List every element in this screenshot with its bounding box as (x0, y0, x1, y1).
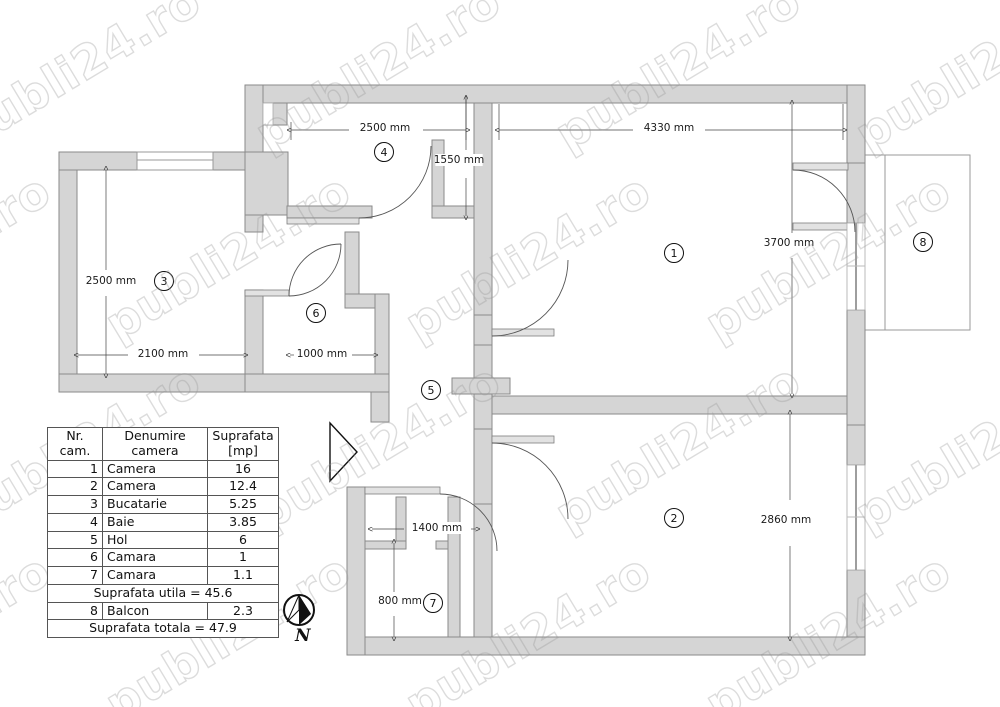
table-cell-nr: 1 (47, 459, 103, 479)
table-cell-nr: 5 (47, 530, 103, 550)
subtotal-label: Suprafata utila = 45.6 (47, 583, 279, 603)
room-marker-label-1: 1 (671, 247, 678, 260)
table-cell-name: Camera (102, 477, 208, 496)
table-header-row: Nr. cam. Denumire camera Suprafata [mp] (47, 427, 279, 461)
dimension-label-bg (645, 122, 693, 134)
dimension-label-kitchen-width: 2100 mm (138, 348, 189, 360)
room-marker-circle-1 (664, 243, 684, 263)
dimension-label-bg (435, 154, 483, 166)
room-marker-label-7: 7 (430, 597, 437, 610)
table-cell-area: 3.85 (207, 512, 279, 532)
header-name: Denumire camera (102, 427, 208, 461)
dimension-label-bath-width: 2500 mm (360, 122, 411, 134)
table-cell-area: 1.1 (207, 566, 279, 585)
room-number-markers: 1 2 3 4 5 6 7 8 (154, 142, 933, 613)
table-cell-area: 12.4 (207, 477, 279, 496)
header-nr: Nr. cam. (47, 427, 103, 461)
table-cell-nr: 7 (47, 566, 103, 585)
table-row-subtotal: Suprafata utila = 45.6 (47, 583, 279, 603)
dimension-label-bg (762, 514, 810, 526)
dimension-label-pantry7-width: 1400 mm (412, 522, 463, 534)
table-cell-area: 6 (207, 530, 279, 550)
room-marker-label-3: 3 (161, 275, 168, 288)
room-marker-circle-3 (154, 271, 174, 291)
dimension-label-bg (379, 595, 421, 607)
table-row-total: Suprafata totala = 47.9 (47, 619, 279, 638)
dimension-label-room1-depth: 3700 mm (764, 237, 815, 249)
room-marker-circle-8 (913, 232, 933, 252)
balcony-outline (854, 154, 971, 331)
door-swings (288, 145, 856, 552)
room-marker-label-8: 8 (920, 236, 927, 249)
total-label: Suprafata totala = 47.9 (47, 619, 279, 638)
room-marker-circle-2 (664, 508, 684, 528)
room-marker-label-6: 6 (313, 307, 320, 320)
walls (58, 84, 866, 656)
room-marker-circle-7 (423, 593, 443, 613)
table-cell-name: Baie (102, 512, 208, 532)
room-marker-circle-4 (374, 142, 394, 162)
dimension-label-kitchen-depth: 2500 mm (86, 275, 137, 287)
table-cell-area: 16 (207, 459, 279, 479)
table-cell-area: 2.3 (207, 601, 279, 621)
dimension-labels: 2500 mm 1550 mm 4330 mm 3700 mm 2500 mm 2100 … (86, 122, 815, 607)
table-cell-name: Camera (102, 459, 208, 479)
room-marker-circle-6 (306, 303, 326, 323)
table-cell-name: Camara (102, 566, 208, 585)
compass-north-icon: N (283, 594, 315, 646)
dimension-label-bg (139, 348, 187, 360)
dimension-label-room1-width: 4330 mm (644, 122, 695, 134)
table-cell-area: 5.25 (207, 495, 279, 514)
dimension-label-bg (413, 522, 461, 534)
dimension-label-bath-depth: 1550 mm (434, 154, 485, 166)
table-cell-name: Camara (102, 548, 208, 567)
header-area: Suprafata [mp] (207, 427, 279, 461)
room-area-table: Nr. cam. Denumire camera Suprafata [mp] … (47, 427, 279, 638)
table-cell-nr: 4 (47, 512, 103, 532)
table-cell-nr: 3 (47, 495, 103, 514)
table-cell-area: 1 (207, 548, 279, 567)
windows (262, 102, 866, 571)
table-cell-nr: 6 (47, 548, 103, 567)
dimension-label-bg (361, 122, 409, 134)
room-marker-label-5: 5 (428, 384, 435, 397)
dimension-label-bg (87, 275, 135, 287)
room-marker-circle-5 (421, 380, 441, 400)
table-cell-name: Bucatarie (102, 495, 208, 514)
table-cell-nr: 2 (47, 477, 103, 496)
room-marker-label-2: 2 (671, 512, 678, 525)
entry-arrow-icon (329, 421, 358, 483)
dimension-label-pantry6-width: 1000 mm (297, 348, 348, 360)
room-marker-label-4: 4 (381, 146, 388, 159)
dimension-label-bg (765, 237, 813, 249)
table-cell-name: Balcon (102, 601, 208, 621)
dimension-label-pantry7-depth: 800 mm (378, 595, 422, 607)
dimension-label-bg (298, 348, 346, 360)
table-cell-nr: 8 (47, 601, 103, 621)
compass-label: N (294, 626, 312, 646)
dimension-lines (78, 96, 843, 637)
table-cell-name: Hol (102, 530, 208, 550)
dimension-label-room2-depth: 2860 mm (761, 514, 812, 526)
